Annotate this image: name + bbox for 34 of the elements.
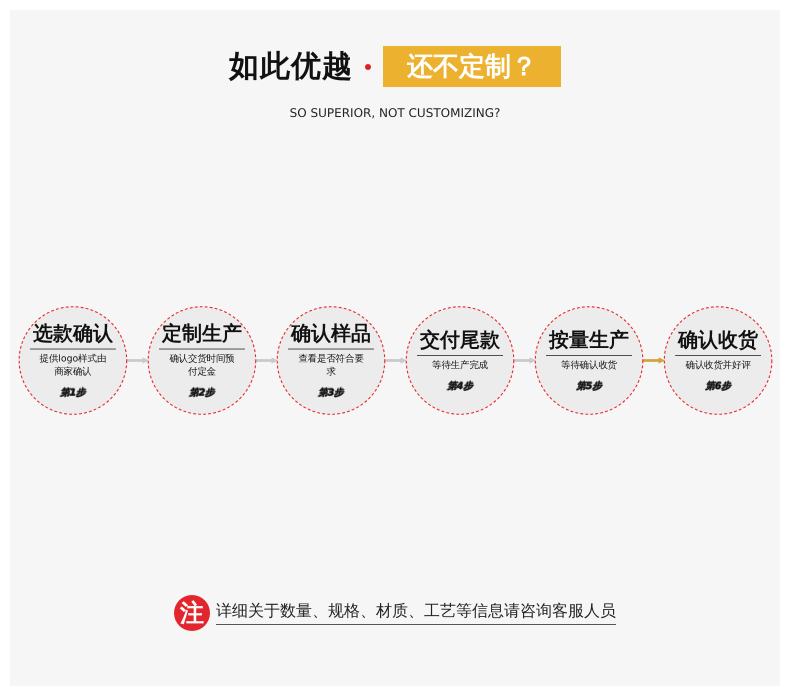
step-circle: [534, 306, 643, 414]
step-number: 第1步: [60, 386, 85, 400]
step-circle: [663, 306, 772, 414]
step-description: 提供logo样式由商家确认: [38, 352, 107, 378]
step-circle: [147, 306, 256, 414]
step-number: 第3步: [318, 386, 344, 400]
step-description: 确认交货时间预付定金: [168, 352, 236, 378]
step-title: 交付尾款: [416, 326, 503, 356]
heading: 如此优越: [229, 48, 353, 86]
arrow: [513, 356, 536, 364]
step-description: 查看是否符合要求: [296, 352, 364, 378]
note-badge: 注: [174, 595, 210, 631]
subtitle: SO SUPERIOR, NOT CUSTOMIZING?: [290, 106, 500, 120]
step-description: 等待确认收货: [560, 358, 618, 372]
step-number: 第4步: [446, 380, 472, 393]
arrow: [255, 356, 277, 364]
arrow: [126, 356, 148, 364]
step-description: 确认收货并好评: [684, 358, 752, 372]
step-circle: [276, 306, 385, 414]
slogan-banner: 还不定制？: [383, 46, 561, 87]
step-title: 按量生产: [546, 326, 632, 356]
step-number: 第2步: [188, 386, 214, 400]
step-title: 确认收货: [674, 326, 761, 356]
step-description: 等待生产完成: [430, 358, 489, 372]
step-title: 确认样品: [287, 320, 374, 349]
step-title: 定制生产: [158, 320, 244, 349]
note-text: 详细关于数量、规格、材质、工艺等信息请咨询客服人员: [216, 601, 616, 625]
step-number: 第5步: [576, 380, 602, 393]
step-circle: [18, 306, 127, 414]
step-circle: [405, 306, 514, 414]
arrow: [384, 356, 406, 364]
step-number: 第6步: [705, 380, 730, 393]
arrow: [642, 356, 664, 364]
step-title: 选款确认: [29, 320, 116, 349]
